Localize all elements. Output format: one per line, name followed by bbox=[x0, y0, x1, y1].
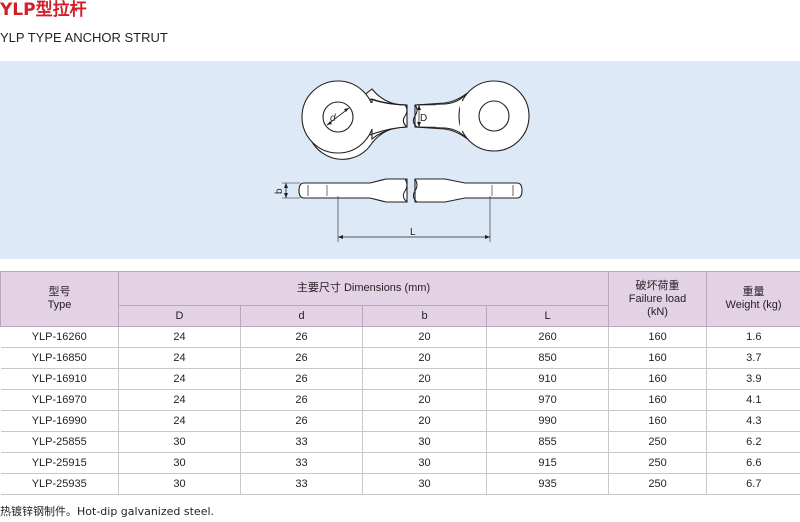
anchor-strut-drawing: d D b L bbox=[274, 80, 530, 242]
table-cell: 6.2 bbox=[706, 431, 800, 453]
table-cell: 26 bbox=[240, 410, 363, 432]
table-cell: 250 bbox=[608, 452, 708, 474]
table-cell: 250 bbox=[608, 431, 708, 453]
header-failure-load: 破坏荷重 Failure load (kN) bbox=[608, 271, 708, 327]
table-cell: 26 bbox=[240, 347, 363, 369]
label-d: d bbox=[330, 113, 336, 124]
table-cell: 160 bbox=[608, 410, 708, 432]
table-cell: 24 bbox=[118, 347, 241, 369]
right-hole bbox=[478, 100, 510, 132]
header-type: 型号 Type bbox=[0, 271, 119, 327]
table-cell: 160 bbox=[608, 389, 708, 411]
table-cell: 20 bbox=[362, 368, 487, 390]
table-cell: YLP-16910 bbox=[0, 368, 119, 390]
table-cell: 20 bbox=[362, 326, 487, 348]
table-cell: 260 bbox=[486, 326, 610, 348]
label-b: b bbox=[274, 188, 285, 194]
table-cell: 20 bbox=[362, 410, 487, 432]
table-cell: 915 bbox=[486, 452, 610, 474]
table-cell: 30 bbox=[118, 452, 241, 474]
label-D: D bbox=[420, 113, 427, 124]
table-cell: YLP-16260 bbox=[0, 326, 119, 348]
table-cell: 20 bbox=[362, 389, 487, 411]
table-cell: 990 bbox=[486, 410, 610, 432]
table-cell: 26 bbox=[240, 389, 363, 411]
table-cell: 3.7 bbox=[706, 347, 800, 369]
table-cell: 24 bbox=[118, 326, 241, 348]
table-cell: 4.1 bbox=[706, 389, 800, 411]
page-subtitle: YLP TYPE ANCHOR STRUT bbox=[0, 30, 168, 45]
table-cell: YLP-16970 bbox=[0, 389, 119, 411]
header-D: D bbox=[118, 305, 241, 327]
table-cell: 30 bbox=[362, 431, 487, 453]
table-cell: 1.6 bbox=[706, 326, 800, 348]
page-title: YLP型拉杆 bbox=[0, 0, 87, 20]
footnote: 热镀锌钢制件。Hot-dip galvanized steel. bbox=[0, 505, 215, 518]
table-cell: 855 bbox=[486, 431, 610, 453]
table-cell: 33 bbox=[240, 431, 363, 453]
table-cell: 6.7 bbox=[706, 473, 800, 495]
table-cell: 33 bbox=[240, 473, 363, 495]
specification-table: 型号 Type 主要尺寸 Dimensions (mm) 破坏荷重 Failur… bbox=[0, 271, 800, 495]
table-cell: 30 bbox=[118, 473, 241, 495]
table-cell: 935 bbox=[486, 473, 610, 495]
table-cell: 160 bbox=[608, 368, 708, 390]
table-cell: 30 bbox=[118, 431, 241, 453]
table-cell: 30 bbox=[362, 473, 487, 495]
table-cell: 160 bbox=[608, 347, 708, 369]
table-cell: 30 bbox=[362, 452, 487, 474]
table-cell: 910 bbox=[486, 368, 610, 390]
table-cell: 4.3 bbox=[706, 410, 800, 432]
table-cell: YLP-25935 bbox=[0, 473, 119, 495]
table-cell: 20 bbox=[362, 347, 487, 369]
technical-drawing: d D b L bbox=[0, 61, 800, 259]
header-L: L bbox=[485, 305, 610, 327]
table-cell: 26 bbox=[240, 368, 363, 390]
table-cell: YLP-25915 bbox=[0, 452, 119, 474]
side-right-bar bbox=[414, 178, 523, 203]
table-cell: 26 bbox=[240, 326, 363, 348]
table-cell: 33 bbox=[240, 452, 363, 474]
table-cell: 3.9 bbox=[706, 368, 800, 390]
table-cell: 6.6 bbox=[706, 452, 800, 474]
table-cell: 970 bbox=[486, 389, 610, 411]
table-cell: 850 bbox=[486, 347, 610, 369]
table-cell: 24 bbox=[118, 368, 241, 390]
header-b: b bbox=[362, 305, 487, 327]
table-cell: YLP-25855 bbox=[0, 431, 119, 453]
header-dimensions: 主要尺寸 Dimensions (mm) bbox=[117, 271, 610, 306]
header-d: d bbox=[240, 305, 363, 327]
label-L: L bbox=[410, 227, 416, 238]
table-cell: YLP-16850 bbox=[0, 347, 119, 369]
table-cell: 24 bbox=[118, 389, 241, 411]
table-cell: 250 bbox=[608, 473, 708, 495]
table-cell: YLP-16990 bbox=[0, 410, 119, 432]
table-cell: 160 bbox=[608, 326, 708, 348]
table-cell: 24 bbox=[118, 410, 241, 432]
header-weight: 重量 Weight (kg) bbox=[706, 271, 800, 327]
side-left-bar bbox=[298, 178, 408, 203]
